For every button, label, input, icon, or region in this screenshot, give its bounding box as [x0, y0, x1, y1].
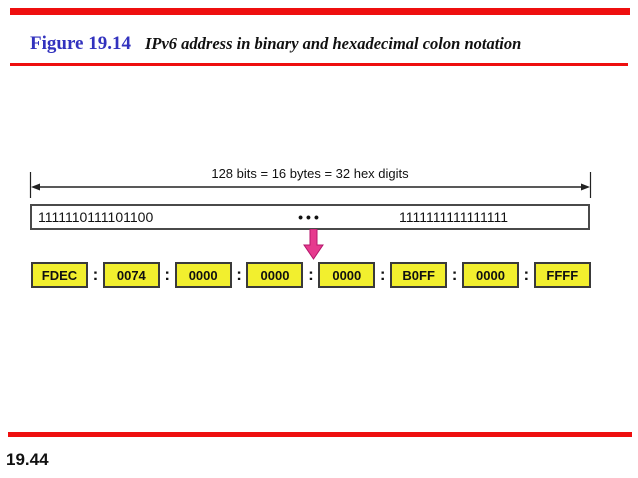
hex-group-box: B0FF: [390, 262, 448, 288]
page-number: 19.44: [6, 450, 49, 469]
hex-group-value: FDEC: [41, 267, 78, 283]
figure-title-text: IPv6 address in binary and hexadecimal c…: [144, 34, 522, 53]
hex-group-box: FFFF: [533, 262, 591, 288]
figure-number-label: Figure 19.14: [30, 33, 131, 54]
double-arrow-icon: [29, 172, 592, 198]
colon-separator: :: [308, 264, 314, 284]
hex-group-box: 0074: [102, 262, 160, 288]
top-accent-bar: [10, 8, 630, 15]
hex-group-box: 0000: [246, 262, 304, 288]
hex-group-box: 0000: [174, 262, 232, 288]
down-arrow-icon: [303, 229, 324, 260]
colon-separator: :: [451, 264, 458, 284]
binary-ellipsis: •••: [298, 209, 322, 225]
bottom-accent-bar: [8, 432, 632, 437]
hex-group-value: 0000: [476, 267, 505, 283]
hex-group-box: FDEC: [31, 262, 88, 288]
hex-group-value: 0000: [260, 267, 290, 283]
colon-separator: :: [523, 264, 530, 284]
hex-group-value: FFFF: [546, 267, 579, 283]
hex-notation-row: FDEC : 0074 : 0000 : 0000 : 0000 : B0FF …: [31, 261, 591, 289]
binary-right-bits: 1111111111111111: [399, 209, 508, 225]
colon-separator: :: [379, 264, 386, 284]
hex-group-box: 0000: [461, 262, 519, 288]
slide-title: Figure 19.14 IPv6 address in binary and h…: [30, 33, 620, 55]
colon-separator: :: [92, 264, 99, 284]
binary-address-box: 1111110111101100 ••• 1111111111111111: [30, 204, 590, 230]
hex-group-value: B0FF: [402, 267, 435, 283]
bit-span-label: 128 bits = 16 bytes = 32 hex digits: [211, 166, 409, 181]
hex-group-value: 0000: [188, 267, 218, 283]
binary-left-bits: 1111110111101100: [38, 209, 154, 225]
colon-separator: :: [164, 264, 171, 284]
title-underline: [10, 63, 628, 66]
colon-separator: :: [236, 264, 242, 284]
hex-group-value: 0000: [332, 267, 362, 283]
hex-group-box: 0000: [318, 262, 376, 288]
hex-group-value: 0074: [116, 267, 146, 283]
